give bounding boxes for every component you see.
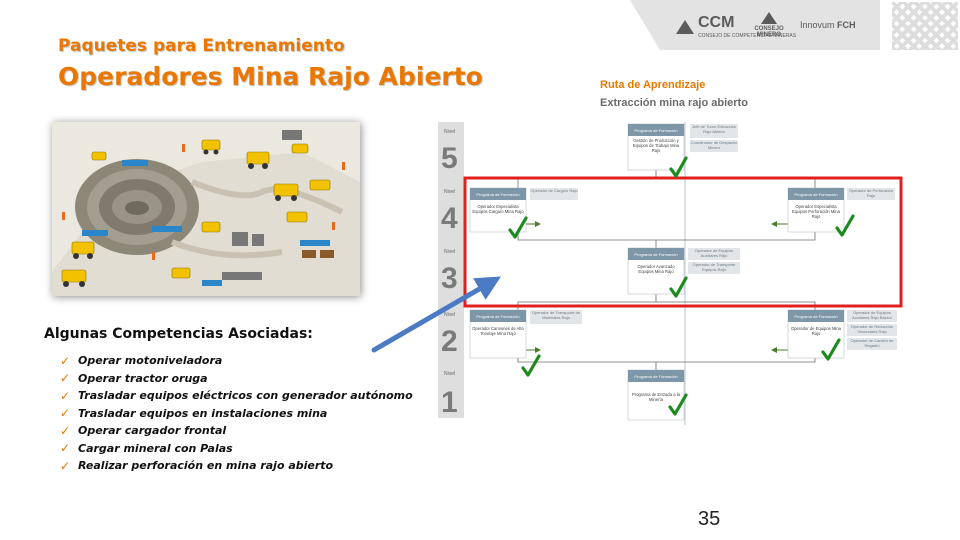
- program-node-level5: Programa de Formación Gestión de Producc…: [627, 123, 685, 171]
- page-number: 35: [698, 508, 721, 530]
- checkmarks: [508, 156, 855, 416]
- competency-label: Cargar mineral con Palas: [78, 441, 233, 455]
- competency-label: Operar motoniveladora: [78, 354, 223, 368]
- innovum-logo-bold: FCH: [837, 20, 856, 30]
- node-header: Programa de Formación: [794, 192, 837, 197]
- node-header: Programa de Formación: [634, 252, 677, 257]
- ccm-logo-text: CCM: [698, 14, 735, 31]
- ccm-triangle-icon: [676, 19, 694, 34]
- node-label: Operador Especialista Equipos Perforació…: [792, 204, 840, 219]
- competencies-title: Algunas Competencias Asociadas:: [44, 326, 313, 342]
- check-icon-level2-right: [821, 338, 841, 361]
- program-nodes: Programa de Formación Gestión de Producc…: [469, 123, 845, 421]
- node-header: Programa de Formación: [634, 128, 677, 133]
- check-icon-level2-left: [521, 354, 541, 377]
- competency-item: ✓ Trasladar equipos en instalaciones mina: [60, 405, 413, 423]
- check-icon-level5: [669, 156, 688, 178]
- node-label: Operador Avanzado Equipos Mina Rajo: [637, 264, 675, 274]
- occupation-box: Operador de Transporte Equipos Rajo: [692, 262, 736, 272]
- blue-pointer-arrow: [371, 276, 501, 353]
- consejo-logo-text: CONSEJO MINERO: [754, 26, 784, 38]
- occupation-box: Operador de Perforación Rajo: [848, 188, 894, 198]
- occupation-box: Coordinador de Despacho Minero: [690, 140, 738, 150]
- competency-label: Realizar perforación en mina rajo abiert…: [78, 459, 334, 473]
- occupation-boxes: Jefe de Turno Extracción Rajo Abierto Co…: [530, 124, 897, 350]
- level-word: Nivel: [444, 371, 455, 377]
- competency-item: ✓ Realizar perforación en mina rajo abier…: [60, 457, 413, 475]
- competencies-list: ✓ Operar motoniveladora ✓ Operar tractor o…: [60, 352, 413, 475]
- level-word: Nivel: [444, 189, 455, 195]
- level-number-5: 5: [441, 142, 458, 175]
- ccm-logo: CCM CONSEJO DE COMPETENCIAS MINERAS: [676, 14, 796, 39]
- decorative-pattern: [892, 2, 958, 50]
- program-node-level4-carguio: Programa de Formación Operador Especiali…: [469, 187, 527, 233]
- node-label: Gestión de Producción y Equipos de Traba…: [632, 138, 680, 153]
- node-header: Programa de Formación: [476, 192, 519, 197]
- check-icon-level4-left: [508, 216, 528, 239]
- highlight-frame: [463, 176, 903, 308]
- competency-label: Trasladar equipos eléctricos con generad…: [78, 389, 413, 403]
- slide-superheading: Paquetes para Entrenamiento: [58, 36, 345, 56]
- slide-title: Operadores Mina Rajo Abierto: [58, 62, 483, 91]
- occupation-box: Operador de Reducción Secundaria Rajo: [850, 324, 894, 334]
- occupation-box: Operador de Equipos Auxiliares Rajo: [694, 248, 734, 258]
- checkmark-icon: ✓: [60, 423, 71, 438]
- consejo-triangle-icon: [761, 12, 777, 24]
- level-number-4: 4: [441, 202, 458, 235]
- node-header: Programa de Formación: [634, 374, 677, 379]
- occupation-box: Operador de Equipos Auxiliares Rajo Bási…: [852, 310, 892, 320]
- header-band: [630, 0, 880, 50]
- node-label: Operador de Equipos Mina Rajo: [790, 326, 842, 336]
- program-node-level3: Programa de Formación Operador Avanzado …: [627, 247, 685, 295]
- competency-item: ✓ Cargar mineral con Palas: [60, 440, 413, 458]
- level-number-2: 2: [441, 325, 458, 358]
- node-header: Programa de Formación: [794, 314, 837, 319]
- checkmark-icon: ✓: [60, 353, 71, 368]
- competency-item: ✓ Operar cargador frontal: [60, 422, 413, 440]
- mine-illustration-svg: [52, 122, 360, 296]
- node-label: Operador Camiones de Alto Tonelaje Mina …: [472, 326, 524, 336]
- competency-item: ✓ Operar tractor oruga: [60, 370, 413, 388]
- check-icon-level4-right: [835, 214, 855, 237]
- level-number-1: 1: [441, 386, 458, 419]
- checkmark-icon: ✓: [60, 406, 71, 421]
- innovum-logo: Innovum FCH: [800, 20, 856, 30]
- competency-label: Operar cargador frontal: [78, 424, 227, 438]
- learning-path-title: Ruta de Aprendizaje: [600, 79, 706, 91]
- checkmark-icon: ✓: [60, 371, 71, 386]
- program-node-level2-camiones: Programa de Formación Operador Camiones …: [469, 309, 527, 359]
- node-label: Operador Especialista Equipos Carguío Mi…: [472, 204, 524, 214]
- node-header: Programa de Formación: [476, 314, 519, 319]
- consejo-minero-logo: CONSEJO MINERO: [754, 12, 784, 38]
- learning-path-subtitle: Extracción mina rajo abierto: [600, 97, 748, 109]
- level-word: Nivel: [444, 129, 455, 135]
- level-word: Nivel: [444, 249, 455, 255]
- mine-illustration: [52, 122, 360, 296]
- node-label: Programa de Entrada a la Minería: [632, 392, 680, 402]
- occupation-box: Operador de Camión de Regadío: [850, 338, 894, 348]
- check-icon-level1: [668, 393, 688, 416]
- innovum-logo-text: Innovum: [800, 20, 835, 30]
- level-column-bg: [438, 122, 464, 418]
- program-node-level4-perforacion: Programa de Formación Operador Especiali…: [787, 187, 845, 233]
- occupation-box: Jefe de Turno Extracción Rajo Abierto: [691, 124, 737, 134]
- check-icon-level3: [669, 276, 688, 298]
- competency-item: ✓ Operar motoniveladora: [60, 352, 413, 370]
- occupation-box: Operador de Transporte de Materiales Raj…: [531, 310, 581, 320]
- level-word: Nivel: [444, 312, 455, 318]
- level-column: Nivel 5 Nivel 4 Nivel 3 Nivel 2 Nivel 1: [438, 122, 464, 419]
- ccm-logo-tagline: CONSEJO DE COMPETENCIAS MINERAS: [698, 33, 797, 39]
- level-number-3: 3: [441, 262, 458, 295]
- checkmark-icon: ✓: [60, 388, 71, 403]
- checkmark-icon: ✓: [60, 458, 71, 473]
- competency-item: ✓ Trasladar equipos eléctricos con genera…: [60, 387, 413, 405]
- program-node-level2-equipos: Programa de Formación Operador de Equipo…: [787, 309, 845, 359]
- checkmark-icon: ✓: [60, 441, 71, 456]
- occupation-box: Operador de Carguío Rajo: [530, 188, 578, 193]
- competency-label: Trasladar equipos en instalaciones mina: [78, 406, 328, 420]
- competency-label: Operar tractor oruga: [78, 371, 208, 385]
